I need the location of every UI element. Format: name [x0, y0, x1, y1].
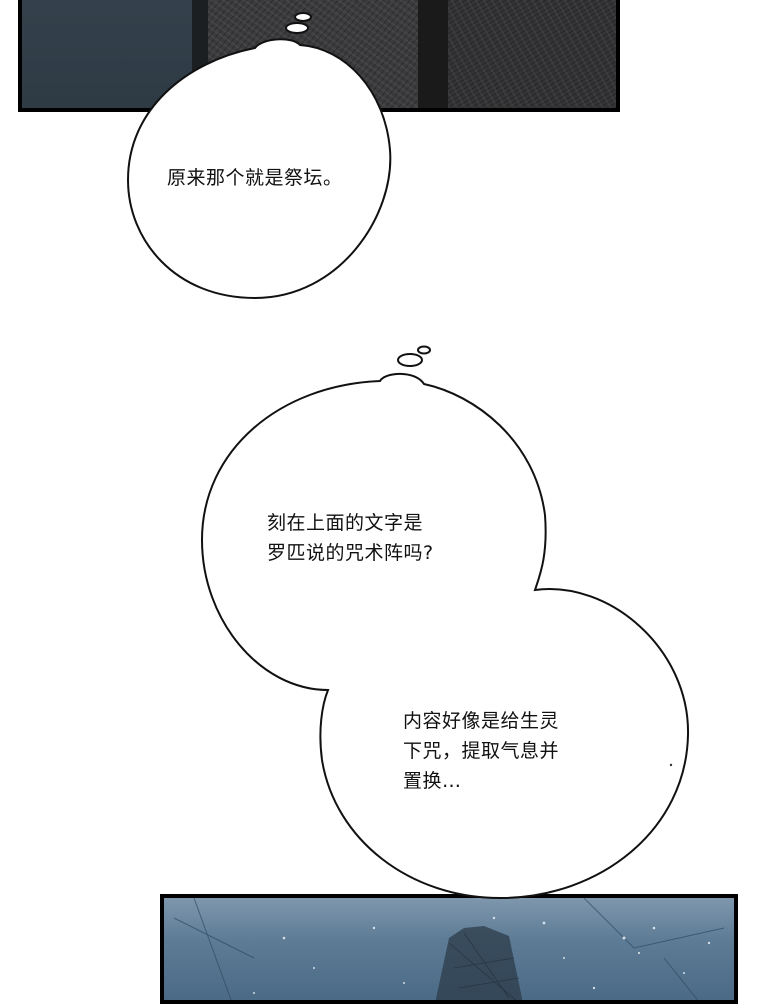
- bubble-3-line-1: 内容好像是给生灵: [403, 710, 560, 732]
- scene-line: [193, 898, 232, 1000]
- thought-puff-medium: [397, 353, 423, 367]
- thought-bubble-2: [200, 345, 690, 900]
- bubble-2-line-1: 刻在上面的文字是: [267, 512, 424, 534]
- bottom-comic-panel: [160, 894, 738, 1004]
- top-panel-pillar: [192, 0, 208, 108]
- bottom-panel-scene: [173, 898, 725, 1000]
- bubble-3-line-2: 下咒，提取气息并: [403, 740, 560, 762]
- top-panel-wall: [22, 0, 192, 108]
- top-panel-stone-gap: [418, 0, 448, 108]
- bubble-3-line-3: 置换…: [403, 770, 462, 792]
- bubble-2-body: [200, 372, 690, 900]
- top-comic-panel: [18, 0, 620, 112]
- scene-line: [583, 898, 725, 949]
- top-panel-stone-right: [448, 0, 616, 108]
- bubble-2-line-2: 罗匹说的咒术阵吗?: [267, 542, 434, 564]
- top-panel-stone-left: [208, 0, 418, 108]
- altar-silhouette: [435, 926, 523, 1000]
- speck: [669, 763, 673, 767]
- thought-puff-small: [417, 345, 431, 355]
- bubble-1-line-1: 原来那个就是祭坛。: [167, 167, 343, 189]
- scene-line: [663, 957, 699, 1000]
- scene-line: [173, 917, 255, 959]
